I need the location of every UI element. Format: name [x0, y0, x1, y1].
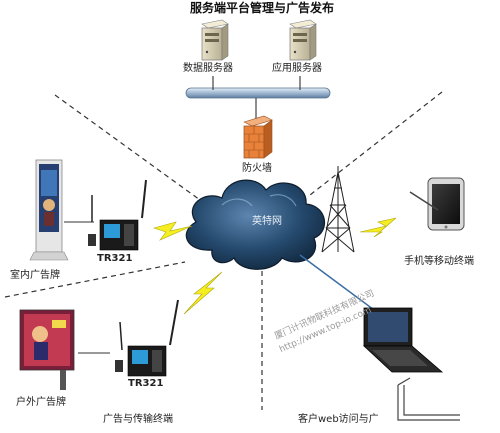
firewall-label: 防火墙: [242, 163, 272, 174]
data-server-label: 数据服务器: [183, 63, 233, 74]
ad-terminal-section-label: 广告与传输终端: [103, 414, 173, 425]
server-bus: [185, 76, 331, 125]
wireless-link-icons: [152, 217, 397, 315]
indoor-kiosk-icon: [29, 159, 69, 261]
section-divider-lines: [4, 91, 443, 410]
tr321-terminal-icon-2: [115, 299, 179, 377]
cell-tower-icon: [321, 166, 355, 253]
cloud-label: 英特网: [252, 216, 282, 227]
data-server-icon: [201, 19, 229, 61]
mobile-tablet-icon: [409, 177, 465, 231]
indoor-billboard-label: 室内广告牌: [10, 270, 60, 281]
wired-link: [299, 254, 386, 319]
outdoor-billboard-icon: [19, 309, 75, 390]
mobile-terminal-label: 手机等移动终端: [404, 256, 474, 267]
firewall-icon: [243, 115, 273, 159]
lightning-icon: [183, 271, 223, 315]
app-server-label: 应用服务器: [272, 63, 322, 74]
lightning-icon: [359, 217, 397, 238]
tr321-terminal-icon-1: [88, 179, 147, 251]
client-web-section-label: 客户web访问与广: [298, 414, 379, 425]
app-server-icon: [289, 19, 317, 61]
diagram-title: 服务端平台管理与广告发布: [190, 1, 335, 15]
client-cables: [397, 377, 460, 421]
laptop-icon: [362, 307, 444, 373]
tr321-label-2: TR321: [128, 378, 164, 389]
lightning-icon: [152, 221, 193, 241]
internet-cloud-icon: [185, 179, 326, 270]
outdoor-billboard-label: 户外广告牌: [16, 397, 66, 408]
tr321-label-1: TR321: [97, 253, 133, 264]
